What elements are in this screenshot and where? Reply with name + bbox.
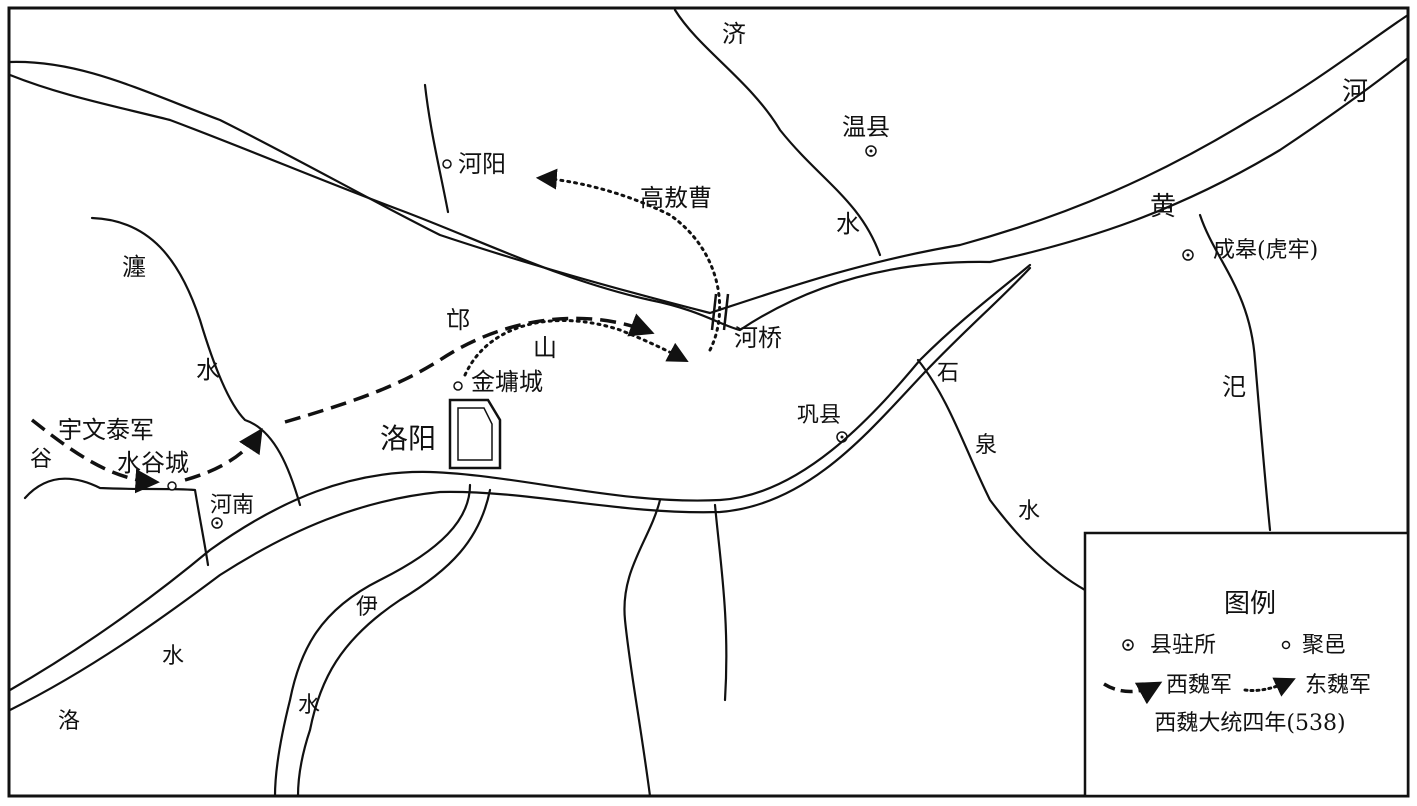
- label-gu-river: 谷: [30, 447, 52, 472]
- label-mang-mountain-2: 山: [533, 334, 557, 362]
- legend-east-wei-icon: [1243, 677, 1296, 697]
- east-wei-route-1: [535, 168, 722, 352]
- label-heqiao: 河桥: [734, 324, 782, 352]
- label-yuwentai-army: 宇文泰军: [58, 416, 154, 444]
- label-yi-river-2: 水: [298, 693, 320, 718]
- label-chenggao: 成皋(虎牢): [1213, 238, 1318, 263]
- yellow-river: [8, 13, 1410, 332]
- legend-caption: 西魏大统四年(538): [1154, 711, 1345, 736]
- label-jinyongcheng: 金墉城: [471, 368, 543, 396]
- west-wei-route-3: [284, 313, 655, 424]
- label-huang-river-2: 河: [1342, 77, 1368, 107]
- label-ji-river-1: 济: [722, 20, 746, 48]
- settlement-jinyongcheng-icon: [453, 381, 463, 391]
- south-stream-1: [623, 498, 662, 798]
- legend-settlement-label: 聚邑: [1302, 633, 1346, 658]
- label-shiquan-river-2: 泉: [975, 433, 997, 458]
- label-shuigucheng: 水谷城: [117, 449, 189, 477]
- label-gaoaocao: 高敖曹: [640, 184, 712, 212]
- label-chan-river-2: 水: [196, 356, 220, 384]
- shiquan-river: [916, 358, 1087, 592]
- settlement-heyang-icon: [442, 159, 452, 169]
- label-huang-river-1: 黄: [1150, 192, 1176, 222]
- ji-river: [673, 8, 882, 257]
- label-heyang: 河阳: [458, 150, 506, 178]
- chan-river: [90, 216, 302, 507]
- legend: 图例 县驻所 聚邑 西魏军 东魏军 西魏大统四年(538): [1083, 531, 1410, 798]
- map-frame: [7, 6, 1410, 798]
- luo-river: [8, 263, 1032, 712]
- county-seat-wenxian-icon: [865, 145, 877, 157]
- legend-settlement-icon: [1281, 640, 1291, 650]
- luoyang-city: [448, 398, 502, 470]
- legend-county-seat-icon: [1122, 639, 1134, 651]
- east-wei-route-2: [463, 319, 689, 377]
- gu-river: [23, 477, 210, 567]
- legend-title: 图例: [1224, 589, 1276, 619]
- west-wei-route-1: [30, 418, 160, 494]
- label-ji-river-2: 水: [836, 210, 860, 238]
- label-yi-river-1: 伊: [356, 595, 378, 620]
- label-wenxian: 温县: [842, 113, 890, 141]
- label-mang-mountain-1: 邙: [446, 306, 470, 334]
- label-henan: 河南: [210, 493, 254, 518]
- river-bridge: [710, 293, 730, 331]
- legend-box: [1083, 531, 1410, 798]
- legend-west-wei-label: 西魏军: [1166, 673, 1232, 698]
- label-gongxian: 巩县: [797, 403, 841, 428]
- label-luoyang: 洛阳: [380, 422, 436, 455]
- label-chan-river-1: 瀍: [122, 253, 146, 281]
- county-seat-henan-icon: [211, 517, 223, 529]
- heyang-stream: [423, 83, 450, 214]
- legend-east-wei-label: 东魏军: [1305, 673, 1371, 698]
- settlement-shuigucheng-icon: [167, 481, 177, 491]
- legend-west-wei-icon: [1103, 681, 1163, 705]
- label-luo-river-1: 洛: [58, 709, 80, 734]
- legend-county-seat-label: 县驻所: [1150, 633, 1216, 658]
- south-stream-2: [713, 503, 728, 702]
- label-luo-river-2: 水: [162, 644, 184, 669]
- county-seat-gongxian-icon: [836, 431, 848, 443]
- label-shiquan-river-1: 石: [937, 361, 959, 386]
- west-wei-route-2: [184, 427, 263, 482]
- si-river: [1198, 213, 1272, 532]
- label-si-river: 汜: [1222, 373, 1246, 401]
- county-seat-chenggao-icon: [1182, 249, 1194, 261]
- label-shiquan-river-3: 水: [1018, 499, 1040, 524]
- yi-river: [273, 483, 492, 798]
